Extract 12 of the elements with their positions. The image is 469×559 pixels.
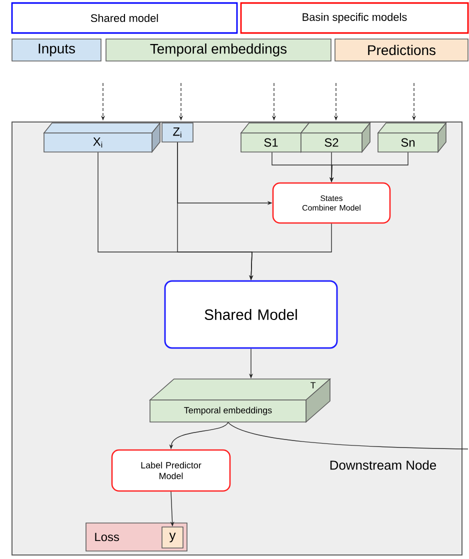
input-block: Z$_{i}$ [162,122,194,142]
node-label: Temporal embeddings [184,406,272,416]
legend-key: Inputs [12,38,102,62]
legend-key: Temporal embeddings [106,38,332,62]
model-box: Label Predictor Model [111,449,231,492]
connector-line [228,422,468,450]
label-text: Downstream Node [330,460,436,470]
legend-key: Basin specific models [240,2,469,34]
legend-key: Predictions [334,38,468,62]
target-box: y [162,526,184,548]
model-box: Shared Model [164,280,338,349]
legend-key: Shared model [11,2,238,34]
